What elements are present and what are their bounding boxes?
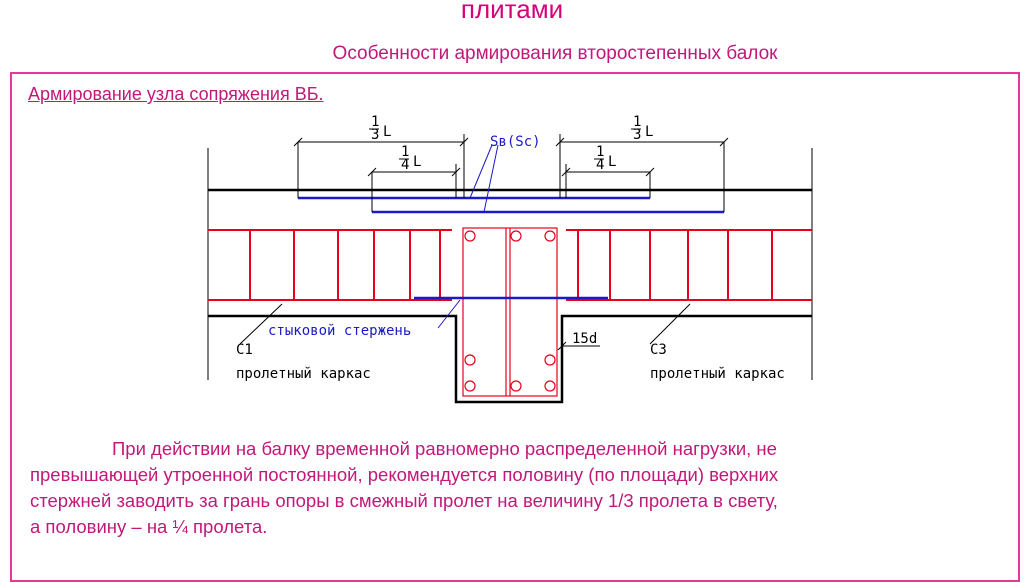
dim-right-third-num: 1 <box>633 114 641 130</box>
dim-right-third: 1 3 L <box>631 114 653 143</box>
left-span-frame <box>208 229 452 301</box>
support-top-bars <box>298 196 724 300</box>
dim-right-quarter-den: 4 <box>596 157 604 173</box>
main-beam-frame <box>462 227 558 397</box>
right-frame-name: пролетный каркас <box>650 366 785 382</box>
leader-lines <box>437 144 499 329</box>
mesh-label: Sв(Sc) <box>490 134 541 150</box>
dim-left-quarter: 1 4 L <box>399 144 421 173</box>
left-frame-name: пролетный каркас <box>236 366 371 382</box>
explanation-paragraph: При действии на балку временной равномер… <box>30 436 990 540</box>
dim-right-third-den: 3 <box>633 127 641 143</box>
dim-left-quarter-den: 4 <box>401 157 409 173</box>
right-span-frame <box>566 229 812 301</box>
dim-left-quarter-label: L <box>413 154 421 170</box>
slide-subtitle: Особенности армирования второстепенных б… <box>332 43 778 64</box>
paragraph-line-4: а половину – на ¼ пролета. <box>30 516 268 537</box>
dim-left-third-num: 1 <box>371 114 379 130</box>
dim-right-quarter-num: 1 <box>596 144 604 160</box>
right-frame-id: C3 <box>650 342 667 358</box>
dim-right-quarter: 1 4 L <box>594 144 616 173</box>
dim-left-third-label: L <box>383 124 391 140</box>
break-lines <box>207 148 813 380</box>
dim-left-quarter-num: 1 <box>401 144 409 160</box>
main-beam-bars <box>464 230 556 392</box>
dim-left-third-den: 3 <box>371 127 379 143</box>
anchorage-label: 15d <box>572 331 597 347</box>
dim-right-quarter-label: L <box>608 154 616 170</box>
joint-bar-label: стыковой стержень <box>268 323 411 339</box>
dim-left-third: 1 3 L <box>369 114 391 143</box>
paragraph-line-1: При действии на балку временной равномер… <box>112 438 777 459</box>
dimension-lines <box>239 134 729 352</box>
concrete-outline <box>208 188 812 404</box>
section-heading: Армирование узла сопряжения ВБ. <box>28 84 324 104</box>
slide-title-line2: плитами <box>460 0 564 24</box>
slide-title: плитами <box>0 0 1024 24</box>
paragraph-line-2: превышающей утроенной постоянной, рекоме… <box>30 464 779 485</box>
left-frame-id: C1 <box>236 342 253 358</box>
dim-right-third-label: L <box>645 124 653 140</box>
paragraph-line-3: стержней заводить за грань опоры в смежн… <box>30 490 778 511</box>
